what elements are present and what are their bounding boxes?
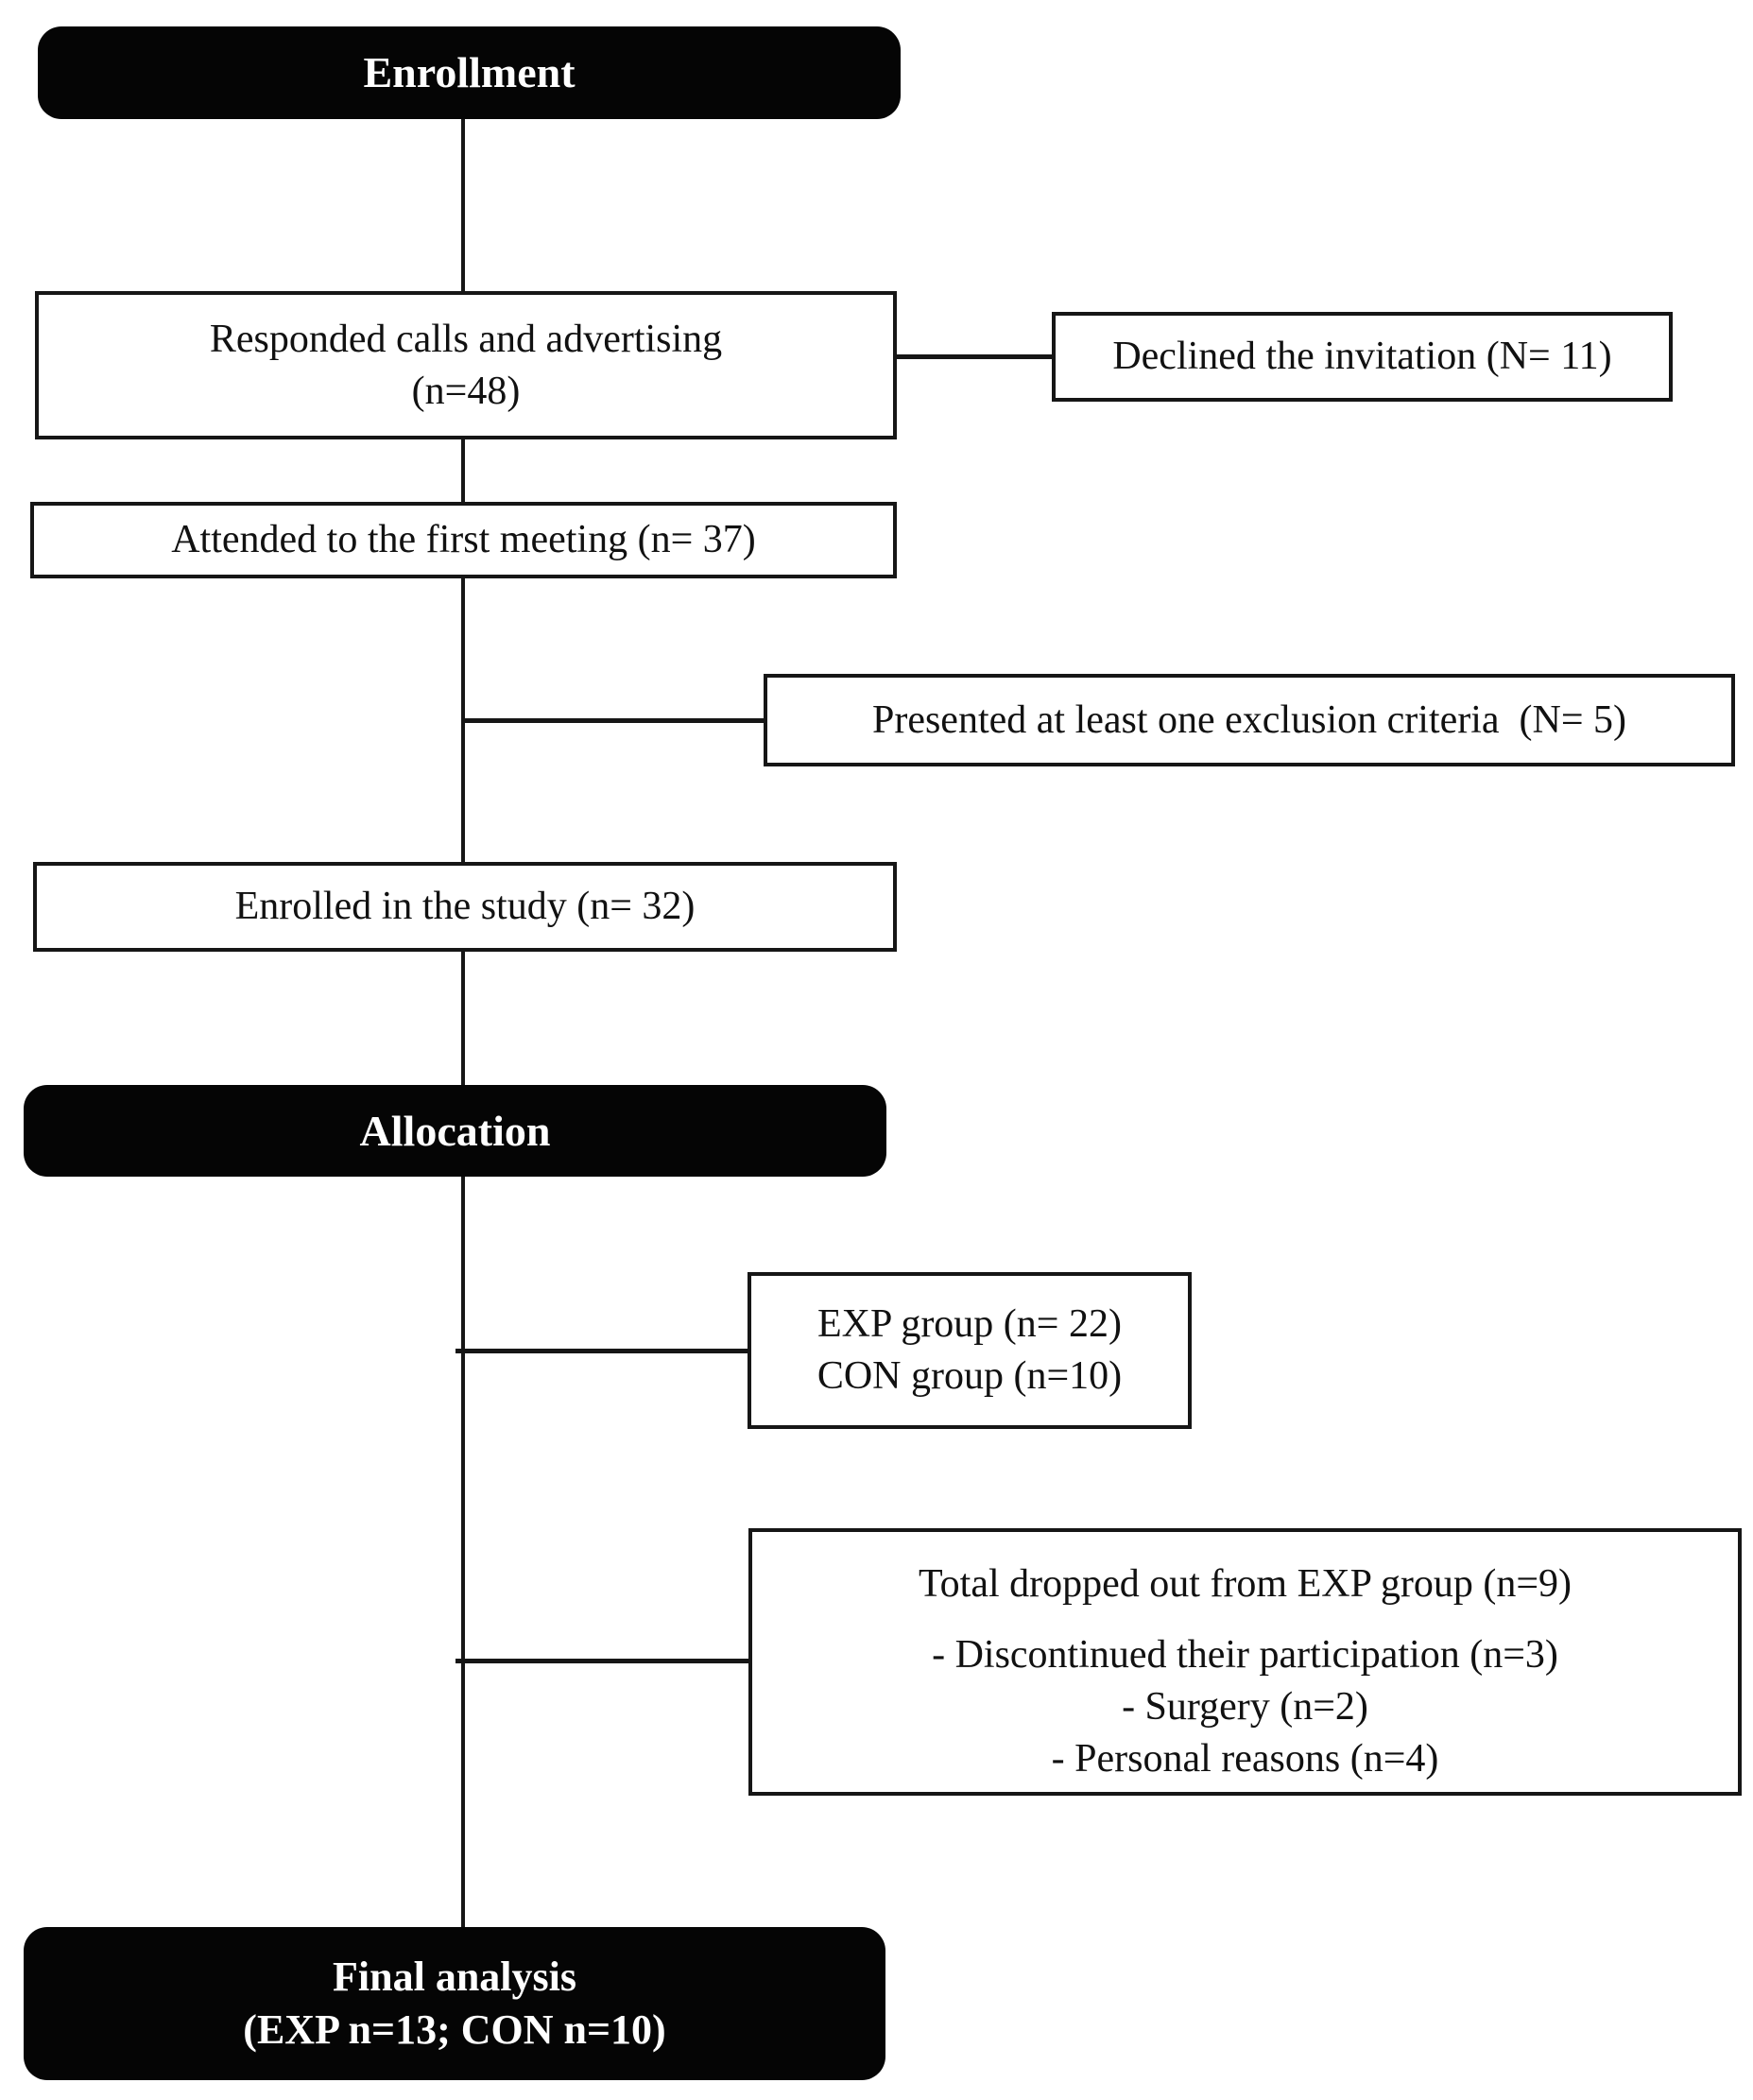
connector-trunk-to-excluded <box>461 718 765 723</box>
connector-trunk-to-dropout <box>455 1659 750 1663</box>
box-enrolled-label: Enrolled in the study (n= 32) <box>234 885 696 928</box>
box-responded: Responded calls and advertising (n=48) <box>35 291 897 439</box>
box-dropout: Total dropped out from EXP group (n=9) -… <box>748 1528 1742 1796</box>
stage-enrollment: Enrollment <box>38 26 901 119</box>
box-responded-line1: Responded calls and advertising <box>209 317 723 361</box>
stage-final-analysis: Final analysis (EXP n=13; CON n=10) <box>24 1927 885 2080</box>
box-enrolled: Enrolled in the study (n= 32) <box>33 862 897 952</box>
stage-allocation: Allocation <box>24 1085 886 1177</box>
box-declined-label: Declined the invitation (N= 11) <box>1112 335 1612 378</box>
box-excluded-label: Presented at least one exclusion criteri… <box>871 697 1627 742</box>
connector-allocation-to-final <box>461 1175 465 1929</box>
box-groups-line1: EXP group (n= 22) <box>817 1302 1122 1346</box>
stage-enrollment-label: Enrollment <box>363 48 576 96</box>
connector-responded-to-attended <box>461 438 465 504</box>
connector-enrollment-to-responded <box>461 119 465 295</box>
box-excluded: Presented at least one exclusion criteri… <box>764 674 1735 766</box>
box-groups-line2: CON group (n=10) <box>816 1354 1123 1398</box>
box-declined: Declined the invitation (N= 11) <box>1052 312 1673 402</box>
box-dropout-reason: - Discontinued their participation (n=3) <box>932 1633 1558 1677</box>
connector-trunk-to-groups <box>455 1349 749 1353</box>
box-responded-line2: (n=48) <box>411 369 521 413</box>
connector-enrolled-to-allocation <box>461 950 465 1087</box>
box-attended-label: Attended to the first meeting (n= 37) <box>171 518 756 561</box>
stage-final-line2: (EXP n=13; CON n=10) <box>243 2006 666 2053</box>
box-dropout-title: Total dropped out from EXP group (n=9) <box>918 1562 1573 1606</box>
stage-final-line1: Final analysis <box>333 1954 576 2000</box>
connector-responded-to-declined <box>895 354 1054 359</box>
box-dropout-reason: - Surgery (n=2) <box>1122 1685 1368 1729</box>
box-groups: EXP group (n= 22) CON group (n=10) <box>748 1272 1192 1429</box>
stage-allocation-label: Allocation <box>359 1106 551 1155</box>
box-attended: Attended to the first meeting (n= 37) <box>30 502 897 578</box>
box-dropout-reason: - Personal reasons (n=4) <box>1051 1737 1439 1781</box>
